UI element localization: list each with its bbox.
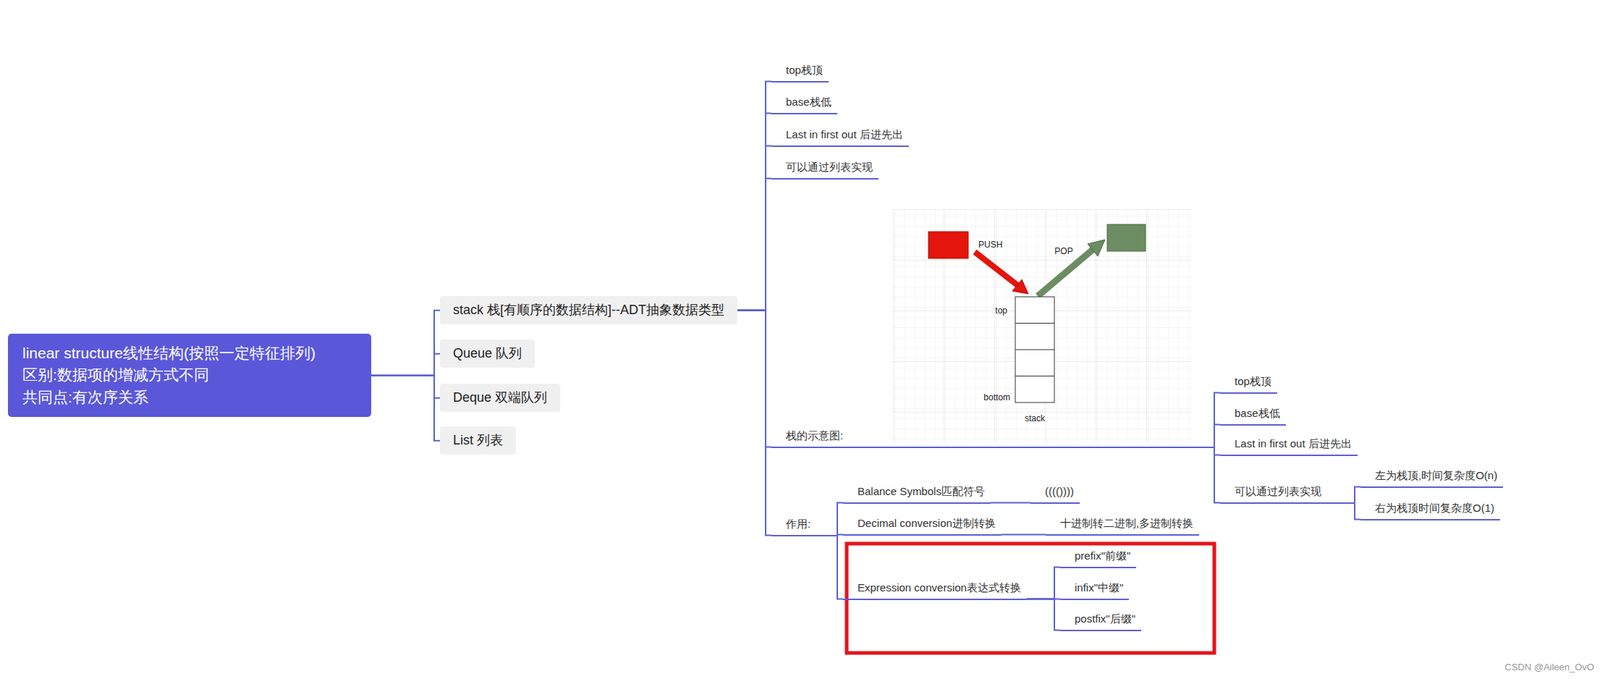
branch-connector <box>1214 392 1221 448</box>
subtopic: Last in first out 后进先出 <box>771 125 909 147</box>
branch-topic: stack 栈[有顺序的数据结构]--ADT抽象数据类型 <box>439 295 738 325</box>
branch-connector <box>1214 447 1221 503</box>
diagram-label: bottom <box>983 392 1011 403</box>
subtopic: (((()))) <box>1030 481 1080 504</box>
subtopic: base栈低 <box>1220 403 1286 426</box>
topic-text: Expression conversion表达式转换 <box>857 580 1022 595</box>
stack-cell <box>1015 322 1055 324</box>
branch-connector <box>1001 534 1046 536</box>
branch-connector <box>837 534 844 536</box>
diagram-label: POP <box>1054 246 1073 257</box>
topic-text: 可以通过列表实现 <box>1234 484 1349 499</box>
topic-text: 栈的示意图: <box>785 428 1209 443</box>
branch-connector <box>371 375 440 399</box>
subtopic: top栈顶 <box>771 60 829 83</box>
topic-text: postfix"后缀" <box>1074 611 1136 626</box>
topic-text: 可以通过列表实现 <box>785 159 873 175</box>
branch-connector <box>1353 487 1361 503</box>
topic-text: List 列表 <box>453 432 503 449</box>
subtopic: 可以通过列表实现 <box>771 157 879 180</box>
topic-text: 区别:数据项的增减方式不同 <box>22 363 357 386</box>
pop-arrow-head <box>1087 239 1106 257</box>
branch-connector <box>1214 424 1221 448</box>
subtopic: 右为栈顶时间复杂度O(1) <box>1360 498 1501 521</box>
pop-item <box>1107 224 1146 252</box>
subtopic: Balance Symbols匹配符号 <box>843 481 991 504</box>
subtopic: 左为栈顶,时间复杂度O(n) <box>1360 466 1504 488</box>
diagram-label: top <box>995 305 1008 316</box>
subtopic: postfix"后缀" <box>1060 609 1142 632</box>
branch-topic: Deque 双端队列 <box>439 383 561 412</box>
branch-connector <box>737 113 772 311</box>
branch-connector <box>1026 567 1061 600</box>
highlight-frame <box>846 543 1215 653</box>
topic-text: Decimal conversion进制转换 <box>857 515 996 531</box>
subtopic: Decimal conversion进制转换 <box>843 513 1002 536</box>
grid-background <box>892 209 1192 443</box>
branch-connector <box>371 353 440 376</box>
branch-connector <box>737 310 772 536</box>
topic-text: Last in first out 后进先出 <box>1234 436 1352 451</box>
branch-connector <box>1214 447 1221 456</box>
stack-body <box>1015 296 1055 403</box>
subtopic: top栈顶 <box>1220 371 1278 394</box>
subtopic: 作用: <box>771 514 838 537</box>
push-arrow-head <box>1012 279 1029 294</box>
branch-topic: Queue 队列 <box>439 339 535 368</box>
root-topic: linear structure线性结构(按照一定特征排列)区别:数据项的增减方… <box>7 333 372 417</box>
subtopic: infix"中缀" <box>1060 578 1129 600</box>
branch-connector <box>990 502 1031 504</box>
subtopic: Expression conversion表达式转换 <box>843 578 1027 600</box>
topic-text: 十进制转二进制,多进制转换 <box>1060 515 1194 531</box>
branch-topic: List 列表 <box>439 426 516 455</box>
topic-text: prefix"前缀" <box>1074 548 1131 564</box>
subtopic: 十进制转二进制,多进制转换 <box>1045 513 1200 536</box>
branch-connector <box>737 81 772 311</box>
push-item <box>928 231 969 259</box>
subtopic: Last in first out 后进先出 <box>1220 434 1358 456</box>
topic-text: infix"中缀" <box>1074 580 1124 595</box>
topic-text: 共同点:有次序关系 <box>22 386 357 409</box>
topic-text: Deque 双端队列 <box>453 389 548 406</box>
topic-text: base栈低 <box>1234 405 1281 421</box>
topic-text: linear structure线性结构(按照一定特征排列) <box>22 342 357 364</box>
watermark: CSDN @Aileen_OvO <box>1504 661 1595 673</box>
push-arrow <box>974 251 1018 286</box>
topic-text: 作用: <box>785 516 832 532</box>
topic-text: base栈低 <box>785 94 832 110</box>
topic-text: Last in first out 后进先出 <box>785 127 904 142</box>
topic-text: top栈顶 <box>785 62 823 78</box>
subtopic: base栈低 <box>771 92 838 115</box>
subtopic: prefix"前缀" <box>1060 546 1137 569</box>
subtopic: 栈的示意图: <box>771 426 1215 448</box>
branch-connector <box>371 310 440 376</box>
branch-connector <box>737 178 772 311</box>
branch-connector <box>837 535 844 600</box>
subtopic: 可以通过列表实现 <box>1220 481 1354 504</box>
stack-cell <box>1015 349 1055 351</box>
topic-text: Balance Symbols匹配符号 <box>857 484 985 499</box>
branch-connector <box>371 375 440 441</box>
branch-connector <box>737 146 772 311</box>
topic-text: top栈顶 <box>1234 374 1272 389</box>
stack-cell <box>1015 375 1055 377</box>
topic-text: stack 栈[有顺序的数据结构]--ADT抽象数据类型 <box>453 301 725 319</box>
branch-connector <box>1353 502 1361 520</box>
topic-text: Queue 队列 <box>453 345 522 362</box>
topic-text: 右为栈顶时间复杂度O(1) <box>1374 500 1495 516</box>
topic-text: (((()))) <box>1044 484 1074 499</box>
diagram-label: PUSH <box>978 239 1003 250</box>
branch-connector <box>1026 599 1061 631</box>
branch-connector <box>837 502 844 536</box>
diagram-label: stack <box>1024 413 1045 424</box>
topic-text: 左为栈顶,时间复杂度O(n) <box>1374 468 1498 483</box>
